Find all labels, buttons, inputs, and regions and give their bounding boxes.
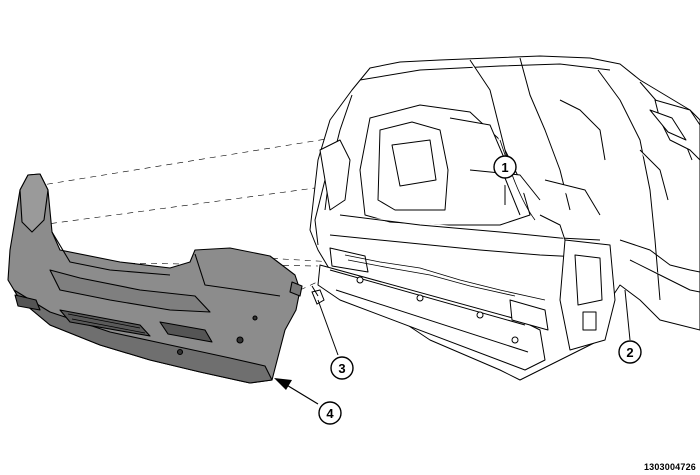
- rear-fascia: [7, 173, 303, 384]
- callout-4: 4: [318, 401, 342, 425]
- wiring-harness: [344, 139, 546, 301]
- svg-text:2: 2: [626, 345, 633, 360]
- leader-lines: [317, 177, 631, 356]
- figure-id: 1303004726: [643, 462, 696, 472]
- callout-4-arrow: [274, 378, 319, 405]
- svg-text:4: 4: [326, 406, 334, 421]
- vehicle-rear-body: [309, 55, 700, 381]
- svg-text:3: 3: [338, 361, 345, 376]
- callout-3: 3: [330, 356, 354, 380]
- callout-1: 1: [493, 155, 517, 179]
- callout-2: 2: [618, 340, 642, 364]
- svg-text:1: 1: [501, 160, 508, 175]
- fascia-fastener: [311, 285, 325, 305]
